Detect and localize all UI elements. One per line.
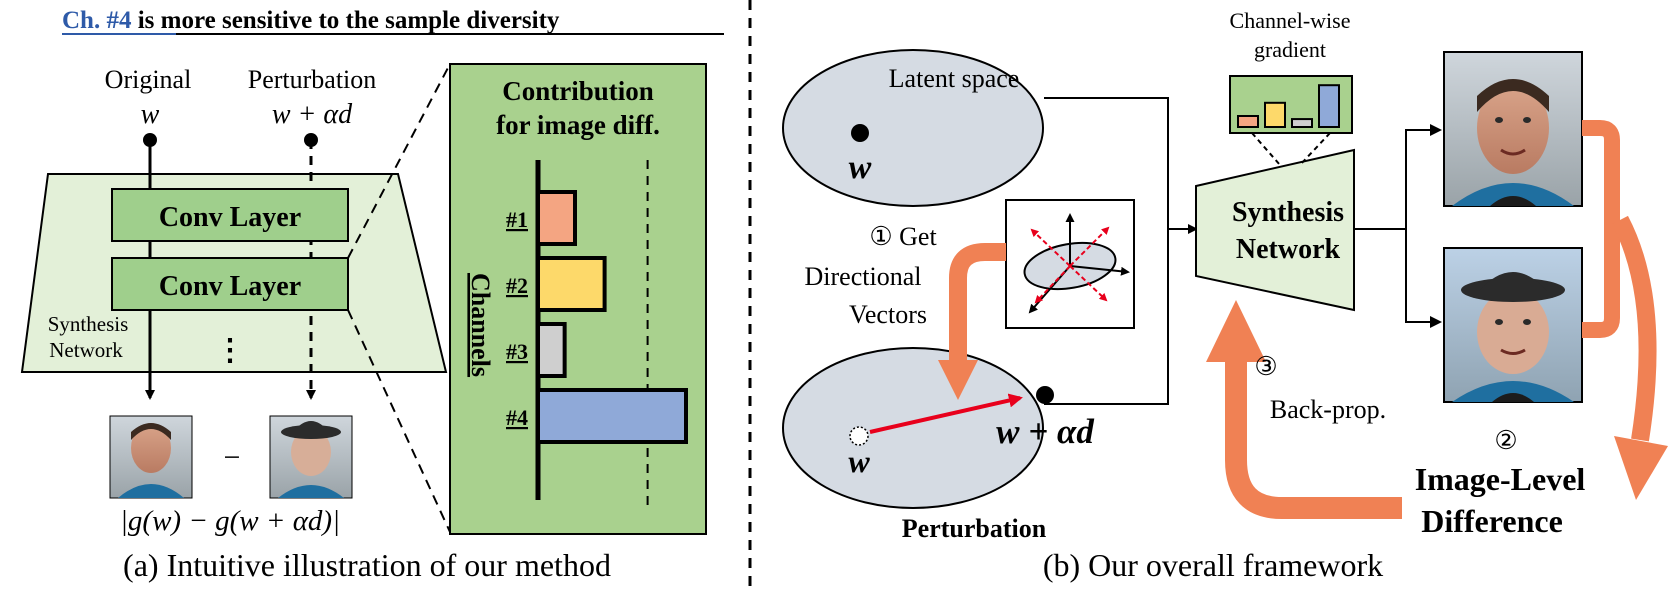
gradient-link-left xyxy=(1251,132,1281,166)
synthesis-right-line2: Network xyxy=(1236,234,1341,265)
chart-tick-label-1: #1 xyxy=(506,207,528,232)
synthesis-right-line1: Synthesis xyxy=(1232,197,1344,228)
step2-line2: Difference xyxy=(1421,503,1563,539)
gradient-bar-4 xyxy=(1318,84,1340,128)
gradient-bar-1 xyxy=(1237,115,1259,128)
output-arrow-bottom xyxy=(1430,316,1442,328)
output-face-original xyxy=(109,415,193,499)
step1-line1: ① Get xyxy=(869,222,937,251)
original-label: Original xyxy=(105,65,192,94)
perturb-target-var: w + αd xyxy=(996,412,1094,451)
minus-sign: − xyxy=(224,441,241,474)
panel-a-caption: (a) Intuitive illustration of our method xyxy=(123,547,611,583)
output-arrow-top xyxy=(1430,124,1442,136)
latent-point xyxy=(851,124,869,142)
step2-number: ② xyxy=(1494,426,1517,455)
zoom-line-bottom xyxy=(347,309,451,533)
contribution-chart: Contribution for image diff. Channels #1… xyxy=(449,63,707,535)
direction-axis-right xyxy=(1069,265,1130,276)
conv-layer-2 xyxy=(111,257,349,311)
panel-b-caption: (b) Our overall framework xyxy=(1043,547,1383,583)
perturbation-ellipse xyxy=(782,347,1044,509)
step1-line2: Directional xyxy=(805,262,922,291)
direction-vector-1 xyxy=(1069,226,1110,267)
more-layers-dots: ⋮ xyxy=(215,334,245,367)
gradient-label-line1: Channel-wise xyxy=(1230,8,1351,33)
panel-b: Latent space w w w + αd Perturbation ① G… xyxy=(782,8,1668,583)
step1-orange-arrow-path xyxy=(949,243,1006,362)
output-face-perturbed xyxy=(269,415,353,499)
perturb-origin-point xyxy=(849,426,869,446)
latent-var: w xyxy=(849,149,872,186)
gradient-bar-2 xyxy=(1264,101,1286,129)
difference-formula: |g(w) − g(w + αd)| xyxy=(120,505,340,537)
panel-a-header: Ch. #4 is more sensitive to the sample d… xyxy=(62,7,560,34)
panel-a: Ch. #4 is more sensitive to the sample d… xyxy=(20,7,724,583)
output-face-right-original xyxy=(1443,51,1583,207)
output-face-right-perturbed xyxy=(1443,247,1583,403)
conv-layer-2-label: Conv Layer xyxy=(159,271,301,302)
difference-curved-arrow xyxy=(1611,215,1657,442)
zoom-line-top xyxy=(347,63,451,259)
chart-bar-1 xyxy=(536,190,577,246)
conv-layer-1-label: Conv Layer xyxy=(159,202,301,233)
synthesis-label-line1: Synthesis xyxy=(48,312,129,336)
gradient-bar-3 xyxy=(1291,118,1313,129)
backprop-arrowhead xyxy=(1206,300,1266,362)
direction-vector-3 xyxy=(1069,265,1108,302)
step2-line1: Image-Level xyxy=(1415,461,1586,497)
chart-title-line2: for image diff. xyxy=(496,110,660,140)
step3-number: ③ xyxy=(1254,352,1277,381)
perturbation-label: Perturbation xyxy=(902,514,1047,543)
chart-title-line1: Contribution xyxy=(502,76,654,106)
chart-bars xyxy=(536,190,688,444)
backprop-arrow-path xyxy=(1225,358,1402,519)
synthesis-network-right xyxy=(1195,148,1355,312)
chart-tick-label-3: #3 xyxy=(506,339,528,364)
perturb-origin-var: w xyxy=(848,443,870,479)
chart-tick-labels: #1 #2 #3 #4 xyxy=(506,207,528,430)
gradient-bars xyxy=(1237,84,1340,129)
chart-bar-2 xyxy=(536,256,607,312)
perturbation-vector xyxy=(869,393,1023,434)
step1-orange-arrowhead xyxy=(938,360,978,400)
difference-bracket xyxy=(1582,120,1620,338)
perturbation-label: Perturbation xyxy=(248,65,377,94)
latent-space-label: Latent space xyxy=(889,64,1020,93)
output-bracket xyxy=(1405,129,1430,323)
direction-vector-2 xyxy=(1030,228,1071,267)
difference-arrowhead xyxy=(1614,436,1668,500)
chart-tick-label-2: #2 xyxy=(506,273,528,298)
gradient-link-right xyxy=(1299,132,1331,166)
original-var: w xyxy=(141,99,160,130)
chart-tick-label-4: #4 xyxy=(506,405,528,430)
latent-space-ellipse xyxy=(782,49,1044,207)
gradient-label-line2: gradient xyxy=(1254,37,1326,62)
input-bracket xyxy=(1044,97,1169,405)
chart-bar-3 xyxy=(536,322,567,378)
step1-line3: Vectors xyxy=(849,300,927,329)
header-rest: is more sensitive to the sample diversit… xyxy=(131,7,559,34)
direction-vector-4 xyxy=(1034,265,1071,304)
chart-bar-4 xyxy=(536,388,688,444)
gradient-chart xyxy=(1229,75,1353,134)
chart-axis-label: Channels xyxy=(466,273,495,377)
step3-label: Back-prop. xyxy=(1270,395,1386,424)
conv-layer-1 xyxy=(111,188,349,242)
perturb-target-point xyxy=(1036,386,1054,404)
header-channel-link: Ch. #4 xyxy=(62,7,132,34)
synthesis-label-line2: Network xyxy=(49,338,123,362)
perturbation-var: w + αd xyxy=(272,99,353,130)
